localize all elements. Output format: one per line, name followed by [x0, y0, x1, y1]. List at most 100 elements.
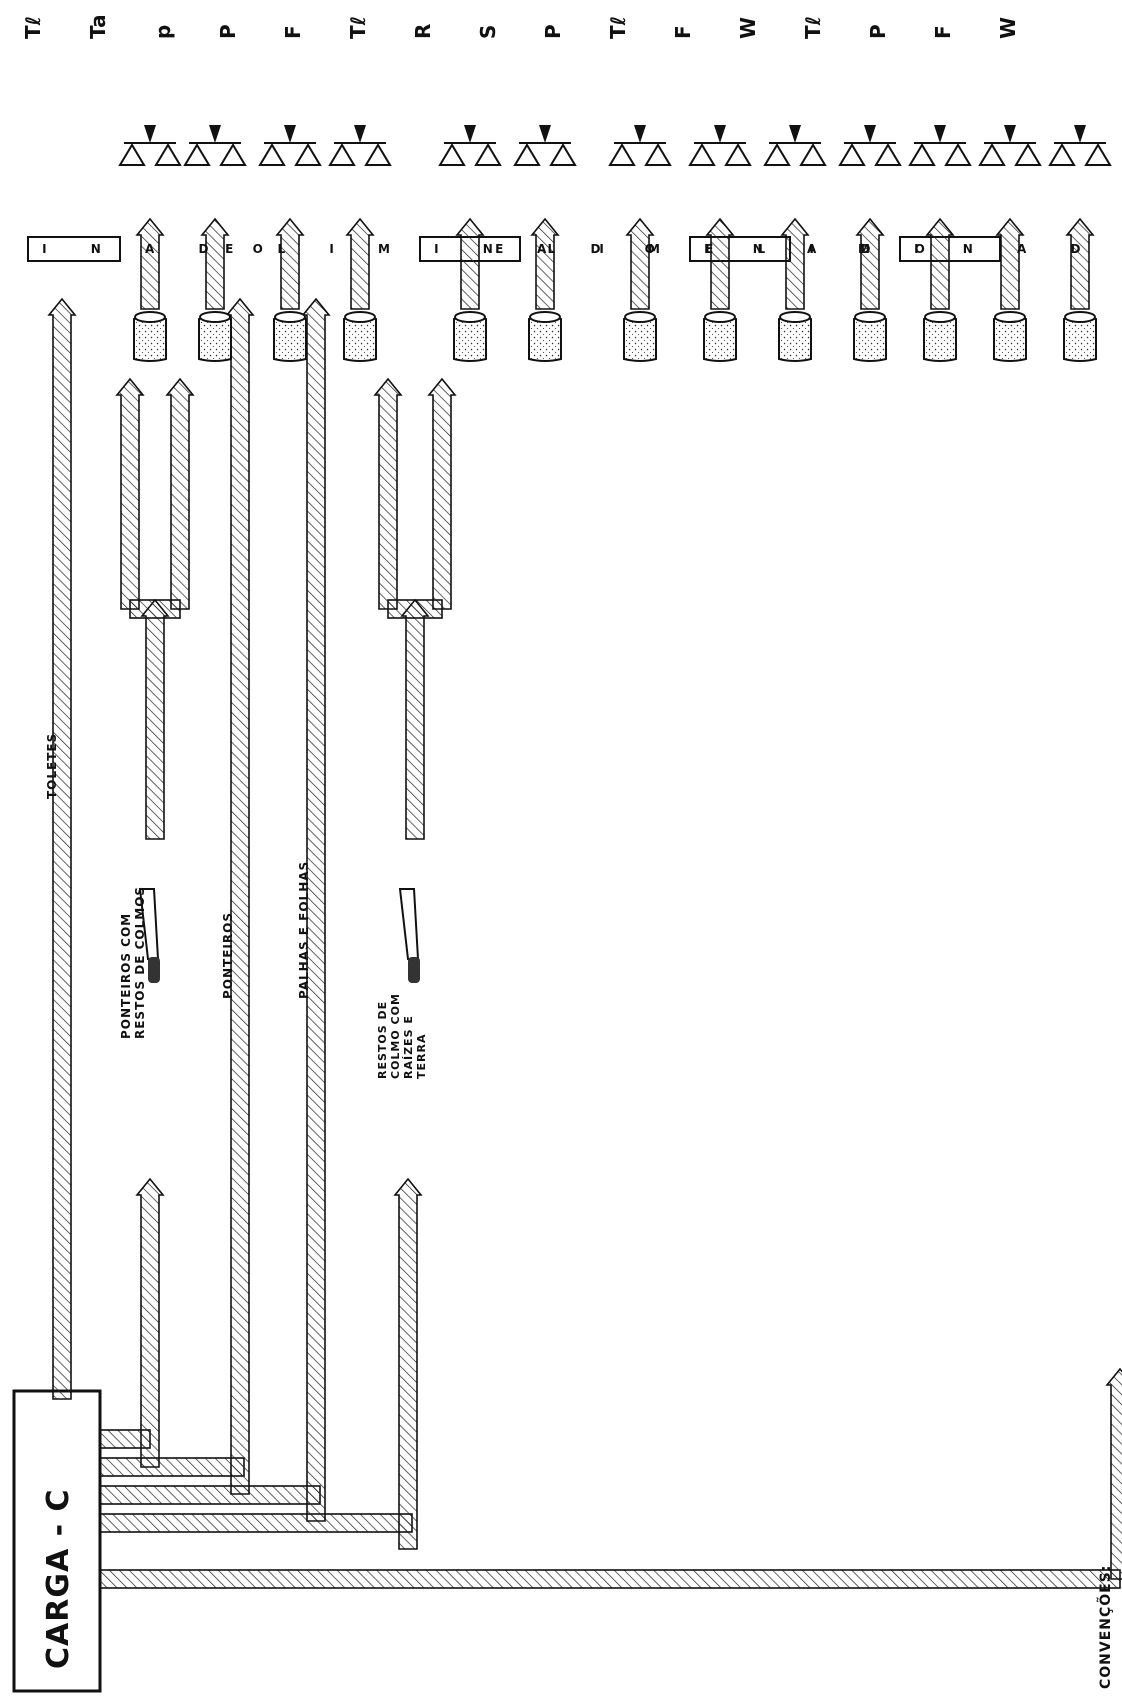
sack-11-body — [994, 317, 1026, 361]
scale-6-pan1 — [610, 145, 634, 165]
sack-12-mouth — [1065, 312, 1095, 322]
root-label-line: CARGA - C — [41, 1488, 76, 1669]
scale-3-pan2 — [366, 145, 390, 165]
scale-11-pan2 — [1016, 145, 1040, 165]
scale-3-pan1 — [330, 145, 354, 165]
sack-11 — [994, 312, 1026, 361]
scale-4-pan1 — [440, 145, 464, 165]
scale-5-pivot — [539, 125, 551, 143]
scale-0 — [120, 125, 180, 165]
scale-7-pan2 — [726, 145, 750, 165]
scale-5-pan1 — [515, 145, 539, 165]
legend-title-line: CONVENÇÕES: — [1096, 1565, 1114, 1689]
code-label-5: Tℓ — [346, 16, 370, 39]
code-label-14: F — [931, 25, 955, 39]
scale-2-pivot — [284, 125, 296, 143]
code-label-7: S — [476, 25, 500, 39]
code-label-3: P — [216, 24, 240, 39]
branch-toletes-label-line: TOLETES — [45, 733, 59, 799]
scale-8-pan2 — [801, 145, 825, 165]
code-label-6: R — [411, 24, 435, 39]
scale-2-pan2 — [296, 145, 320, 165]
code-label-4: F — [281, 25, 305, 39]
scale-6 — [610, 125, 670, 165]
sack-8-body — [779, 317, 811, 361]
scale-12-pan2 — [1086, 145, 1110, 165]
scale-2 — [260, 125, 320, 165]
branch-ponteiros-label-line: PONTEIROS — [221, 912, 235, 999]
right-arrow-10 — [927, 219, 953, 309]
sack-1 — [199, 312, 231, 361]
scale-10-pan2 — [946, 145, 970, 165]
right-arrow-6 — [627, 219, 653, 309]
scale-9 — [840, 125, 900, 165]
sack-12 — [1064, 312, 1096, 361]
code-label-13: P — [866, 24, 890, 39]
code-label-12: Tℓ — [801, 16, 825, 39]
sack-9-body — [854, 317, 886, 361]
sack-4 — [454, 312, 486, 361]
scale-11-pivot — [1004, 125, 1016, 143]
sack-6-mouth — [625, 312, 655, 322]
sack-6 — [624, 312, 656, 361]
scale-4 — [440, 125, 500, 165]
right-arrow-4 — [457, 219, 483, 309]
trident-2-prong-0 — [375, 379, 401, 609]
scale-1-pan2 — [221, 145, 245, 165]
sack-9-mouth — [855, 312, 885, 322]
right-arrow-3 — [347, 219, 373, 309]
branch-restos-colmo-label: RESTOS DECOLMO COMRAÍZES ETERRA — [376, 993, 428, 1079]
sack-5-body — [529, 317, 561, 361]
code-label-2: p — [151, 25, 175, 39]
branch-palhas-label-line: PALHAS E FOLHAS — [297, 861, 311, 999]
sack-5-mouth — [530, 312, 560, 322]
scale-9-pan2 — [876, 145, 900, 165]
ponteiros-bar — [227, 299, 253, 1494]
scale-8-pivot — [789, 125, 801, 143]
branch-restos-colmo-label-line: RAÍZES E — [402, 1015, 415, 1079]
trident-1-stem — [142, 600, 168, 839]
sack-6-body — [624, 317, 656, 361]
sack-7-mouth — [705, 312, 735, 322]
scale-3-pivot — [354, 125, 366, 143]
knife-1-handle — [148, 957, 160, 983]
scale-4-pan2 — [476, 145, 500, 165]
right-arrow-0 — [137, 219, 163, 309]
legend-title: CONVENÇÕES: — [1096, 1565, 1114, 1689]
sack-10 — [924, 312, 956, 361]
knife-2-blade — [400, 889, 418, 959]
branch-restos-colmo-label-line: RESTOS DE — [376, 1001, 389, 1079]
right-arrow-7 — [707, 219, 733, 309]
sack-11-mouth — [995, 312, 1025, 322]
scale-0-pan1 — [120, 145, 144, 165]
code-label-1: Ta — [86, 14, 110, 39]
restos-colmo-bar — [395, 1179, 421, 1549]
trident-2-stem — [402, 600, 428, 839]
sack-10-body — [924, 317, 956, 361]
sack-9 — [854, 312, 886, 361]
right-arrow-9 — [857, 219, 883, 309]
scale-11-pan1 — [980, 145, 1004, 165]
root-connector-3 — [100, 1486, 320, 1504]
sack-4-mouth — [455, 312, 485, 322]
trident-1-prong-0 — [117, 379, 143, 609]
scale-6-pan2 — [646, 145, 670, 165]
scale-8 — [765, 125, 825, 165]
code-label-8: P — [541, 24, 565, 39]
scale-9-pan1 — [840, 145, 864, 165]
repasse-spine — [100, 1570, 1120, 1588]
scale-1 — [185, 125, 245, 165]
sack-2-body — [274, 317, 306, 361]
right-arrow-5 — [532, 219, 558, 309]
scale-12 — [1050, 125, 1110, 165]
scale-6-pivot — [634, 125, 646, 143]
scale-11 — [980, 125, 1040, 165]
root-connector-4 — [100, 1514, 412, 1532]
sack-7 — [704, 312, 736, 361]
code-label-11: W — [736, 17, 760, 39]
sack-1-body — [199, 317, 231, 361]
scale-0-pan2 — [156, 145, 180, 165]
sack-0 — [134, 312, 166, 361]
elim-box-4-text: E L I M I N A D O — [705, 242, 1122, 256]
